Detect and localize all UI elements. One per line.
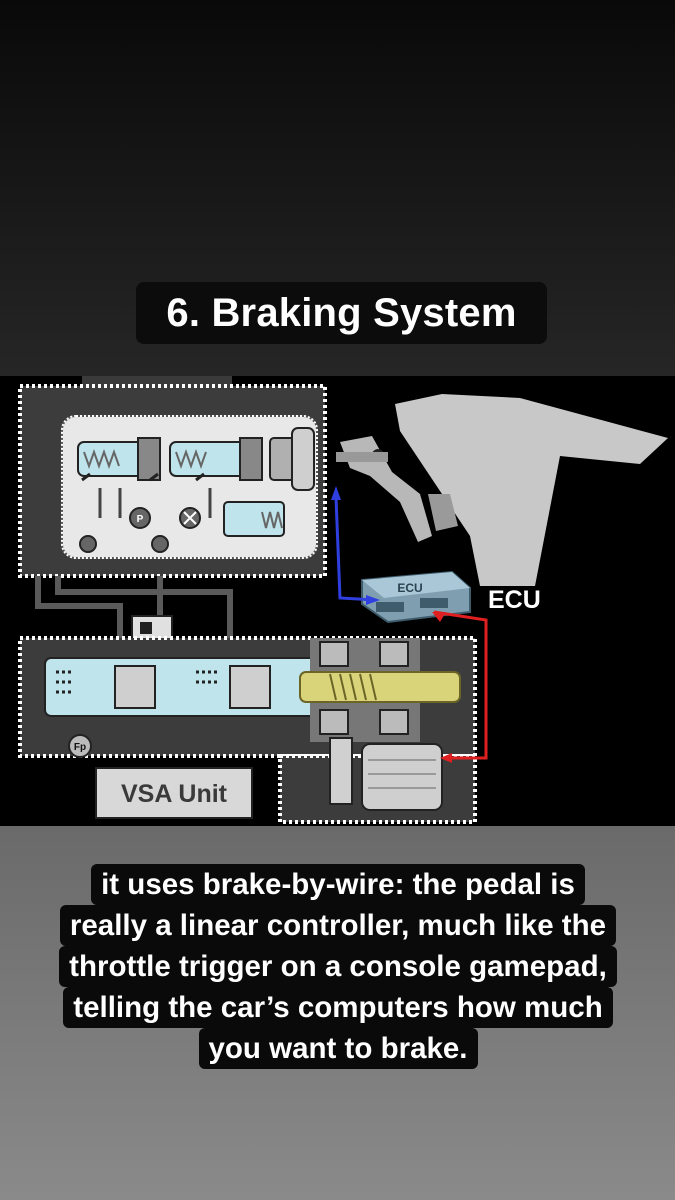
- page-title: 6. Braking System: [166, 290, 517, 335]
- caption-block: it uses brake-by-wire: the pedal is real…: [38, 864, 638, 1069]
- caption-line: really a linear controller, much like th…: [59, 905, 617, 946]
- caption-line: you want to brake.: [198, 1028, 478, 1069]
- title-banner: 6. Braking System: [136, 282, 547, 344]
- vsa-label-box: [95, 767, 253, 819]
- brake-pedal-icon: [336, 394, 668, 586]
- braking-system-diagram: P: [0, 376, 675, 826]
- ecu-label: ECU: [488, 586, 541, 614]
- motor-icon: [361, 743, 443, 811]
- hydraulic-lines: [35, 576, 233, 638]
- fp-gauge-icon: [68, 734, 92, 758]
- screw-rod: [299, 671, 461, 703]
- vsa-unit: Fp VSA Unit: [18, 636, 477, 824]
- caption-line: it uses brake-by-wire: the pedal is: [91, 864, 585, 905]
- vsa-label: VSA Unit: [121, 780, 228, 808]
- fp-label: Fp: [74, 742, 86, 753]
- caption-line: throttle trigger on a console gamepad,: [59, 946, 617, 987]
- motor-signal-arrow: [432, 610, 488, 763]
- caption-line: telling the car’s computers how much: [63, 987, 613, 1028]
- ecu-module-icon: ECU: [361, 570, 471, 624]
- master-cylinder: P: [18, 376, 327, 578]
- pedal-signal-arrow: [331, 486, 380, 605]
- ecu-module-text: ECU: [397, 581, 422, 595]
- p-sensor-label: P: [137, 514, 144, 525]
